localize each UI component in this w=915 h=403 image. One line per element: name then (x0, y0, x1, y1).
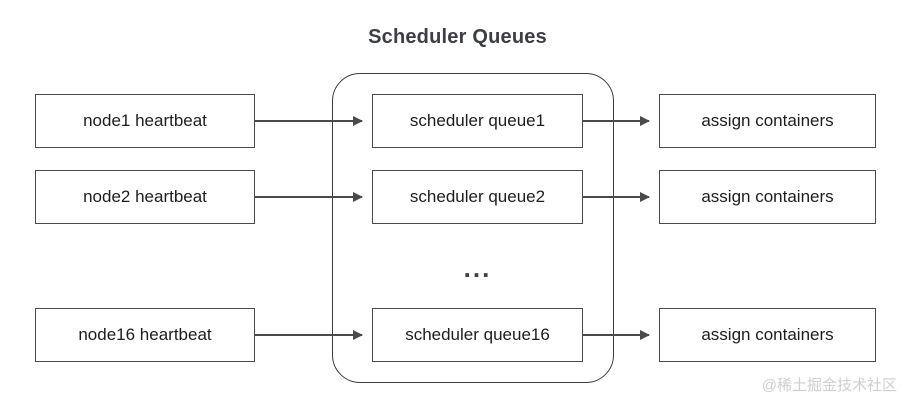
scheduler-queue-box-2: scheduler queue2 (372, 170, 583, 224)
scheduler-queue-box-16: scheduler queue16 (372, 308, 583, 362)
arrow-queue1-to-assign1 (583, 116, 650, 126)
arrow-node2-to-queue2 (255, 192, 363, 202)
assign-containers-box-1: assign containers (659, 94, 876, 148)
assign-containers-box-2: assign containers (659, 170, 876, 224)
ellipsis-indicator: ... (463, 253, 492, 283)
arrow-queue16-to-assign16 (583, 330, 650, 340)
node-heartbeat-box-1: node1 heartbeat (35, 94, 255, 148)
arrow-queue2-to-assign2 (583, 192, 650, 202)
scheduler-queues-group-frame (332, 73, 614, 383)
arrow-node16-to-queue16 (255, 330, 363, 340)
node-heartbeat-box-16: node16 heartbeat (35, 308, 255, 362)
diagram-title: Scheduler Queues (368, 26, 547, 48)
watermark-text: @稀土掘金技术社区 (761, 377, 897, 394)
node-heartbeat-box-2: node2 heartbeat (35, 170, 255, 224)
scheduler-queue-box-1: scheduler queue1 (372, 94, 583, 148)
arrow-node1-to-queue1 (255, 116, 363, 126)
assign-containers-box-16: assign containers (659, 308, 876, 362)
